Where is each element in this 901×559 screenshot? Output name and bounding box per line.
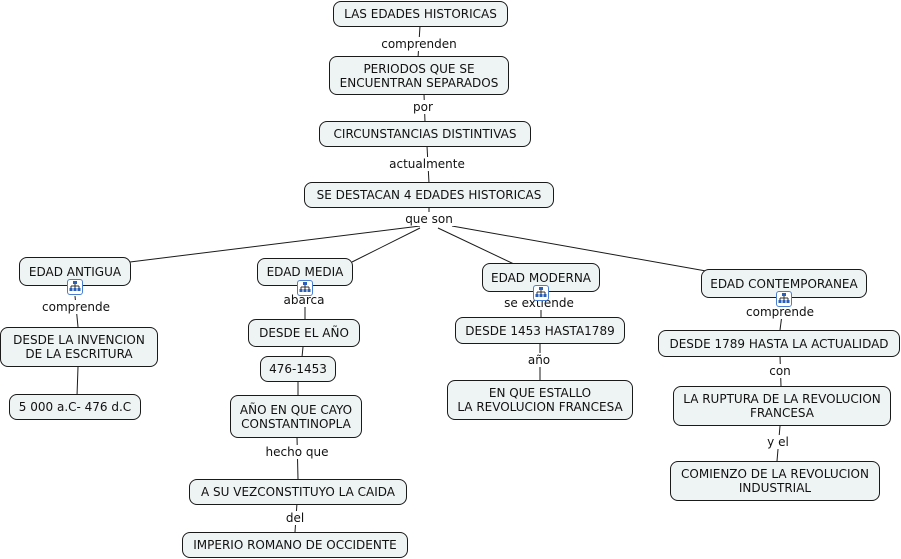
concept-media-desde[interactable]: DESDE EL AÑO [248,319,360,347]
edge [451,225,707,272]
concept-periodos-separados[interactable]: PERIODOS QUE SE ENCUENTRAN SEPARADOS [329,56,509,95]
link-contemporanea-comprende[interactable]: comprende [744,305,816,319]
link-moderna-ano[interactable]: año [525,353,553,367]
submap-icon[interactable] [297,280,313,296]
concept-las-edades-historicas[interactable]: LAS EDADES HISTORICAS [333,1,508,27]
link-media-abarca[interactable]: abarca [281,293,327,307]
concept-antigua-fechas[interactable]: 5 000 a.C- 476 d.C [9,394,141,420]
submap-icon[interactable] [533,285,549,301]
edge [76,366,79,397]
concept-circunstancias-distintivas[interactable]: CIRCUNSTANCIAS DISTINTIVAS [319,121,531,147]
hierarchy-icon [778,293,790,303]
link-contemporanea-con[interactable]: con [767,364,793,378]
link-media-del[interactable]: del [283,511,307,525]
concept-contemporanea-desde[interactable]: DESDE 1789 HASTA LA ACTUALIDAD [658,330,900,357]
link-antigua-comprende[interactable]: comprende [40,300,112,314]
hierarchy-icon [299,282,311,292]
link-actualmente[interactable]: actualmente [387,157,467,171]
concept-media-constantinopla[interactable]: AÑO EN QUE CAYO CONSTANTINOPLA [230,395,362,438]
concept-media-fechas[interactable]: 476-1453 [260,356,336,382]
concept-moderna-revolucion[interactable]: EN QUE ESTALLO LA REVOLUCION FRANCESA [447,380,633,420]
submap-icon[interactable] [67,279,83,295]
submap-icon[interactable] [776,291,792,307]
concept-se-destacan-4-edades[interactable]: SE DESTACAN 4 EDADES HISTORICAS [304,182,554,208]
link-por[interactable]: por [411,100,435,114]
concept-antigua-desde[interactable]: DESDE LA INVENCION DE LA ESCRITURA [0,327,158,367]
concept-contemporanea-industrial[interactable]: COMIENZO DE LA REVOLUCION INDUSTRIAL [670,461,880,501]
edge [301,346,304,358]
concept-moderna-desde[interactable]: DESDE 1453 HASTA1789 [455,317,625,344]
link-comprenden[interactable]: comprenden [379,37,459,51]
edge [129,225,421,263]
link-contemporanea-y-el[interactable]: y el [765,435,791,449]
link-que-son[interactable]: que son [403,212,455,226]
hierarchy-icon [69,281,81,291]
concept-media-imperio[interactable]: IMPERIO ROMANO DE OCCIDENTE [182,532,408,558]
link-media-hecho-que[interactable]: hecho que [263,445,331,459]
hierarchy-icon [535,287,547,297]
concept-media-caida[interactable]: A SU VEZCONSTITUYO LA CAIDA [189,479,407,505]
edge [351,227,421,263]
edge [437,227,517,266]
concept-contemporanea-ruptura[interactable]: LA RUPTURA DE LA REVOLUCION FRANCESA [673,386,891,426]
link-moderna-se-extiende[interactable]: se extiende [502,296,576,310]
